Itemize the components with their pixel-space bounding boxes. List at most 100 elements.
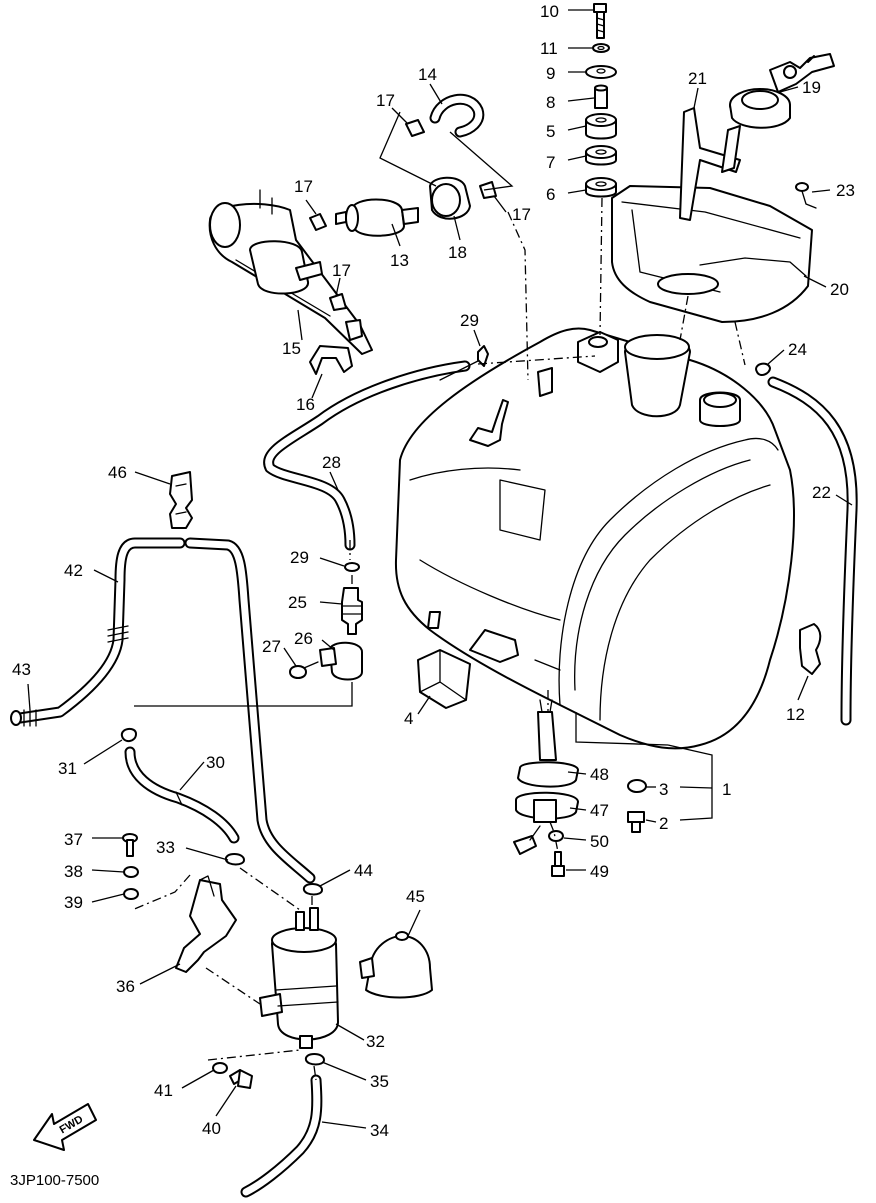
- damper-9: [585, 65, 617, 79]
- callout-40: 40: [202, 1119, 221, 1138]
- callout-16: 16: [296, 395, 315, 414]
- callout-44: 44: [354, 861, 373, 880]
- callout-13: 13: [390, 251, 409, 270]
- collar-39: [123, 888, 139, 900]
- fuel-hose-44: [184, 537, 316, 884]
- callout-25: 25: [288, 593, 307, 612]
- damper-7: [585, 145, 617, 166]
- damper-6: [585, 177, 617, 198]
- hose-14: [429, 93, 485, 138]
- callout-24: 24: [788, 340, 807, 359]
- fuel-hose-30: [124, 746, 240, 844]
- breather-hose-28: [263, 360, 471, 551]
- callout-33: 33: [156, 838, 175, 857]
- callout-43: 43: [12, 660, 31, 679]
- leader-lines: [27, 9, 853, 1129]
- clip-44: [302, 883, 323, 896]
- callout-46: 46: [108, 463, 127, 482]
- bolt-2: [627, 811, 645, 833]
- callout-15: 15: [282, 339, 301, 358]
- callout-38: 38: [64, 862, 83, 881]
- callout-9: 9: [546, 64, 555, 83]
- washer-41: [212, 1062, 228, 1074]
- washer-3: [627, 779, 647, 793]
- clip-31: [120, 728, 137, 742]
- clip-29-top: [477, 345, 489, 367]
- callout-19: 19: [802, 78, 821, 97]
- callout-48: 48: [590, 765, 609, 784]
- clamp-12: [799, 623, 822, 675]
- callout-36: 36: [116, 977, 135, 996]
- canister-assembly: [208, 189, 373, 355]
- callout-42: 42: [64, 561, 83, 580]
- callout-47: 47: [590, 801, 609, 820]
- callout-1: 1: [722, 780, 731, 799]
- clip-17b: [309, 213, 327, 231]
- callout-39: 39: [64, 893, 83, 912]
- callout-17d: 17: [512, 205, 531, 224]
- callout-37: 37: [64, 830, 83, 849]
- fuel-hose-42: [14, 537, 186, 724]
- bracket-36: [175, 875, 237, 973]
- washer-38: [123, 866, 139, 878]
- bolt-10: [593, 3, 607, 39]
- bolt-37: [122, 833, 138, 857]
- callout-27: 27: [262, 637, 281, 656]
- clip-35: [304, 1053, 325, 1066]
- callout-41: 41: [154, 1081, 173, 1100]
- callout-35: 35: [370, 1072, 389, 1091]
- diagram-code: 3JP100-7500: [10, 1172, 99, 1189]
- clip-17a: [405, 119, 425, 137]
- fuel-filter-13: [335, 198, 419, 237]
- callout-2: 2: [659, 814, 668, 833]
- callout-14: 14: [418, 65, 437, 84]
- clamp-23: [795, 182, 817, 209]
- callout-49: 49: [590, 862, 609, 881]
- clip-29-mid: [344, 562, 360, 572]
- callout-30: 30: [206, 753, 225, 772]
- clip-17c: [329, 293, 347, 311]
- callout-29: 29: [460, 311, 479, 330]
- fuel-cap: [729, 53, 835, 129]
- clip-24: [755, 362, 771, 376]
- fwd-arrow-icon: FWD: [33, 1103, 97, 1151]
- callout-labels: 1 2 3 4 5 6 7 8 9 10 11 12 13 14 15 16 1…: [12, 2, 855, 1140]
- assembly-lines: [131, 197, 746, 1081]
- callout-45: 45: [406, 887, 425, 906]
- callout-4: 4: [404, 709, 413, 728]
- callout-22: 22: [812, 483, 831, 502]
- callout-17c: 17: [332, 261, 351, 280]
- callout-12: 12: [786, 705, 805, 724]
- callout-31: 31: [58, 759, 77, 778]
- callout-21: 21: [688, 69, 707, 88]
- callout-17b: 17: [294, 177, 313, 196]
- fuel-cock: [513, 699, 579, 855]
- fuel-hose-43-end: [10, 625, 129, 727]
- drain-hose-22: [767, 376, 858, 726]
- clip-33: [224, 853, 245, 866]
- fuel-pump-32: [259, 907, 339, 1049]
- callout-11: 11: [540, 39, 558, 58]
- callout-6: 6: [546, 185, 555, 204]
- bolt-49: [551, 851, 565, 877]
- holder-26: [319, 641, 363, 681]
- callout-29b: 29: [290, 548, 309, 567]
- callout-26: 26: [294, 629, 313, 648]
- washer-50: [548, 830, 564, 842]
- callout-50: 50: [590, 832, 609, 851]
- callout-34: 34: [370, 1121, 389, 1140]
- screw-27: [289, 661, 319, 679]
- callout-18: 18: [448, 243, 467, 262]
- fuel-hose-34: [240, 1074, 323, 1198]
- callout-20: 20: [830, 280, 849, 299]
- bracket-16: [309, 345, 353, 375]
- cover-45: [359, 931, 433, 999]
- valve-25: [341, 587, 363, 635]
- bolt-40: [229, 1069, 253, 1089]
- callout-10: 10: [540, 2, 559, 21]
- callout-17: 17: [376, 91, 395, 110]
- callout-8: 8: [546, 93, 555, 112]
- callout-5: 5: [546, 122, 555, 141]
- callout-3: 3: [659, 780, 668, 799]
